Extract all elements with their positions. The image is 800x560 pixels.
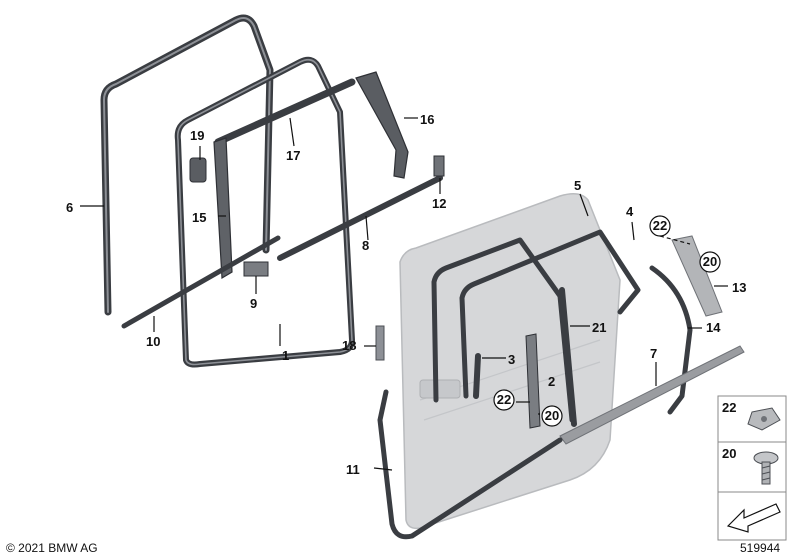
leader-lines: [80, 117, 728, 471]
part-4-inner-seal: [459, 229, 641, 399]
part-11-door-seal: [377, 389, 563, 540]
part-13-cover-strip: [671, 235, 723, 317]
label-part-17: 17: [286, 148, 300, 163]
legend-item-20: 20: [717, 441, 787, 493]
circled-label-20-top: 20: [703, 254, 717, 269]
label-part-4: 4: [626, 204, 634, 219]
part-9-bracket: [243, 261, 269, 277]
direction-arrow-icon: [726, 503, 781, 533]
label-part-12: 12: [432, 196, 446, 211]
label-part-8: 8: [362, 238, 369, 253]
label-part-18: 18: [342, 338, 356, 353]
label-part-1: 1: [282, 348, 289, 363]
part-2-trim: [525, 333, 541, 429]
legend-number-20: 20: [722, 446, 736, 461]
label-part-19: 19: [190, 128, 204, 143]
label-part-10: 10: [146, 334, 160, 349]
label-part-14: 14: [706, 320, 721, 335]
part-3-seal: [473, 353, 481, 399]
part-5-window-channel: [431, 237, 575, 423]
part-15-pillar-trim: [213, 137, 233, 280]
part-labels: 1 2 3 4 5 6 7 8 9 10 11 12 13 14 15 16 1…: [66, 112, 746, 477]
part-17-window-strip: [214, 78, 356, 146]
circled-label-22-top: 22: [653, 218, 667, 233]
label-part-21: 21: [592, 320, 606, 335]
legend-item-22: 22: [717, 395, 787, 443]
part-14-pillar-seal: [649, 265, 693, 415]
diagram-number: 519944: [740, 541, 781, 555]
part-6-door-seal: [100, 14, 274, 316]
label-part-15: 15: [192, 210, 206, 225]
label-part-3: 3: [508, 352, 515, 367]
label-part-5: 5: [574, 178, 581, 193]
label-part-6: 6: [66, 200, 73, 215]
circled-labels: 22 20 22 20: [493, 215, 721, 427]
part-18-clip: [375, 325, 385, 361]
label-part-13: 13: [732, 280, 746, 295]
copyright: © 2021 BMW AG: [6, 541, 98, 555]
label-part-9: 9: [250, 296, 257, 311]
circled-label-20-bottom: 20: [545, 408, 559, 423]
part-19-cover: [189, 157, 207, 183]
label-part-11: 11: [346, 462, 360, 477]
part-10-sill-strip: [121, 235, 281, 329]
part-7-sill-trim: [559, 345, 745, 445]
clip-nut-icon: [747, 407, 781, 431]
door-panel: [399, 193, 621, 530]
legend-direction-box: [717, 491, 787, 541]
part-12-clip: [433, 155, 445, 177]
part-8-belt-strip: [277, 175, 443, 261]
part-21-channel: [559, 287, 577, 427]
label-part-2: 2: [548, 374, 555, 389]
part-16-corner-trim: [355, 71, 409, 179]
label-part-7: 7: [650, 346, 657, 361]
circled-label-22-bottom: 22: [497, 392, 511, 407]
label-part-16: 16: [420, 112, 434, 127]
screw-icon: [753, 451, 779, 485]
legend-number-22: 22: [722, 400, 736, 415]
